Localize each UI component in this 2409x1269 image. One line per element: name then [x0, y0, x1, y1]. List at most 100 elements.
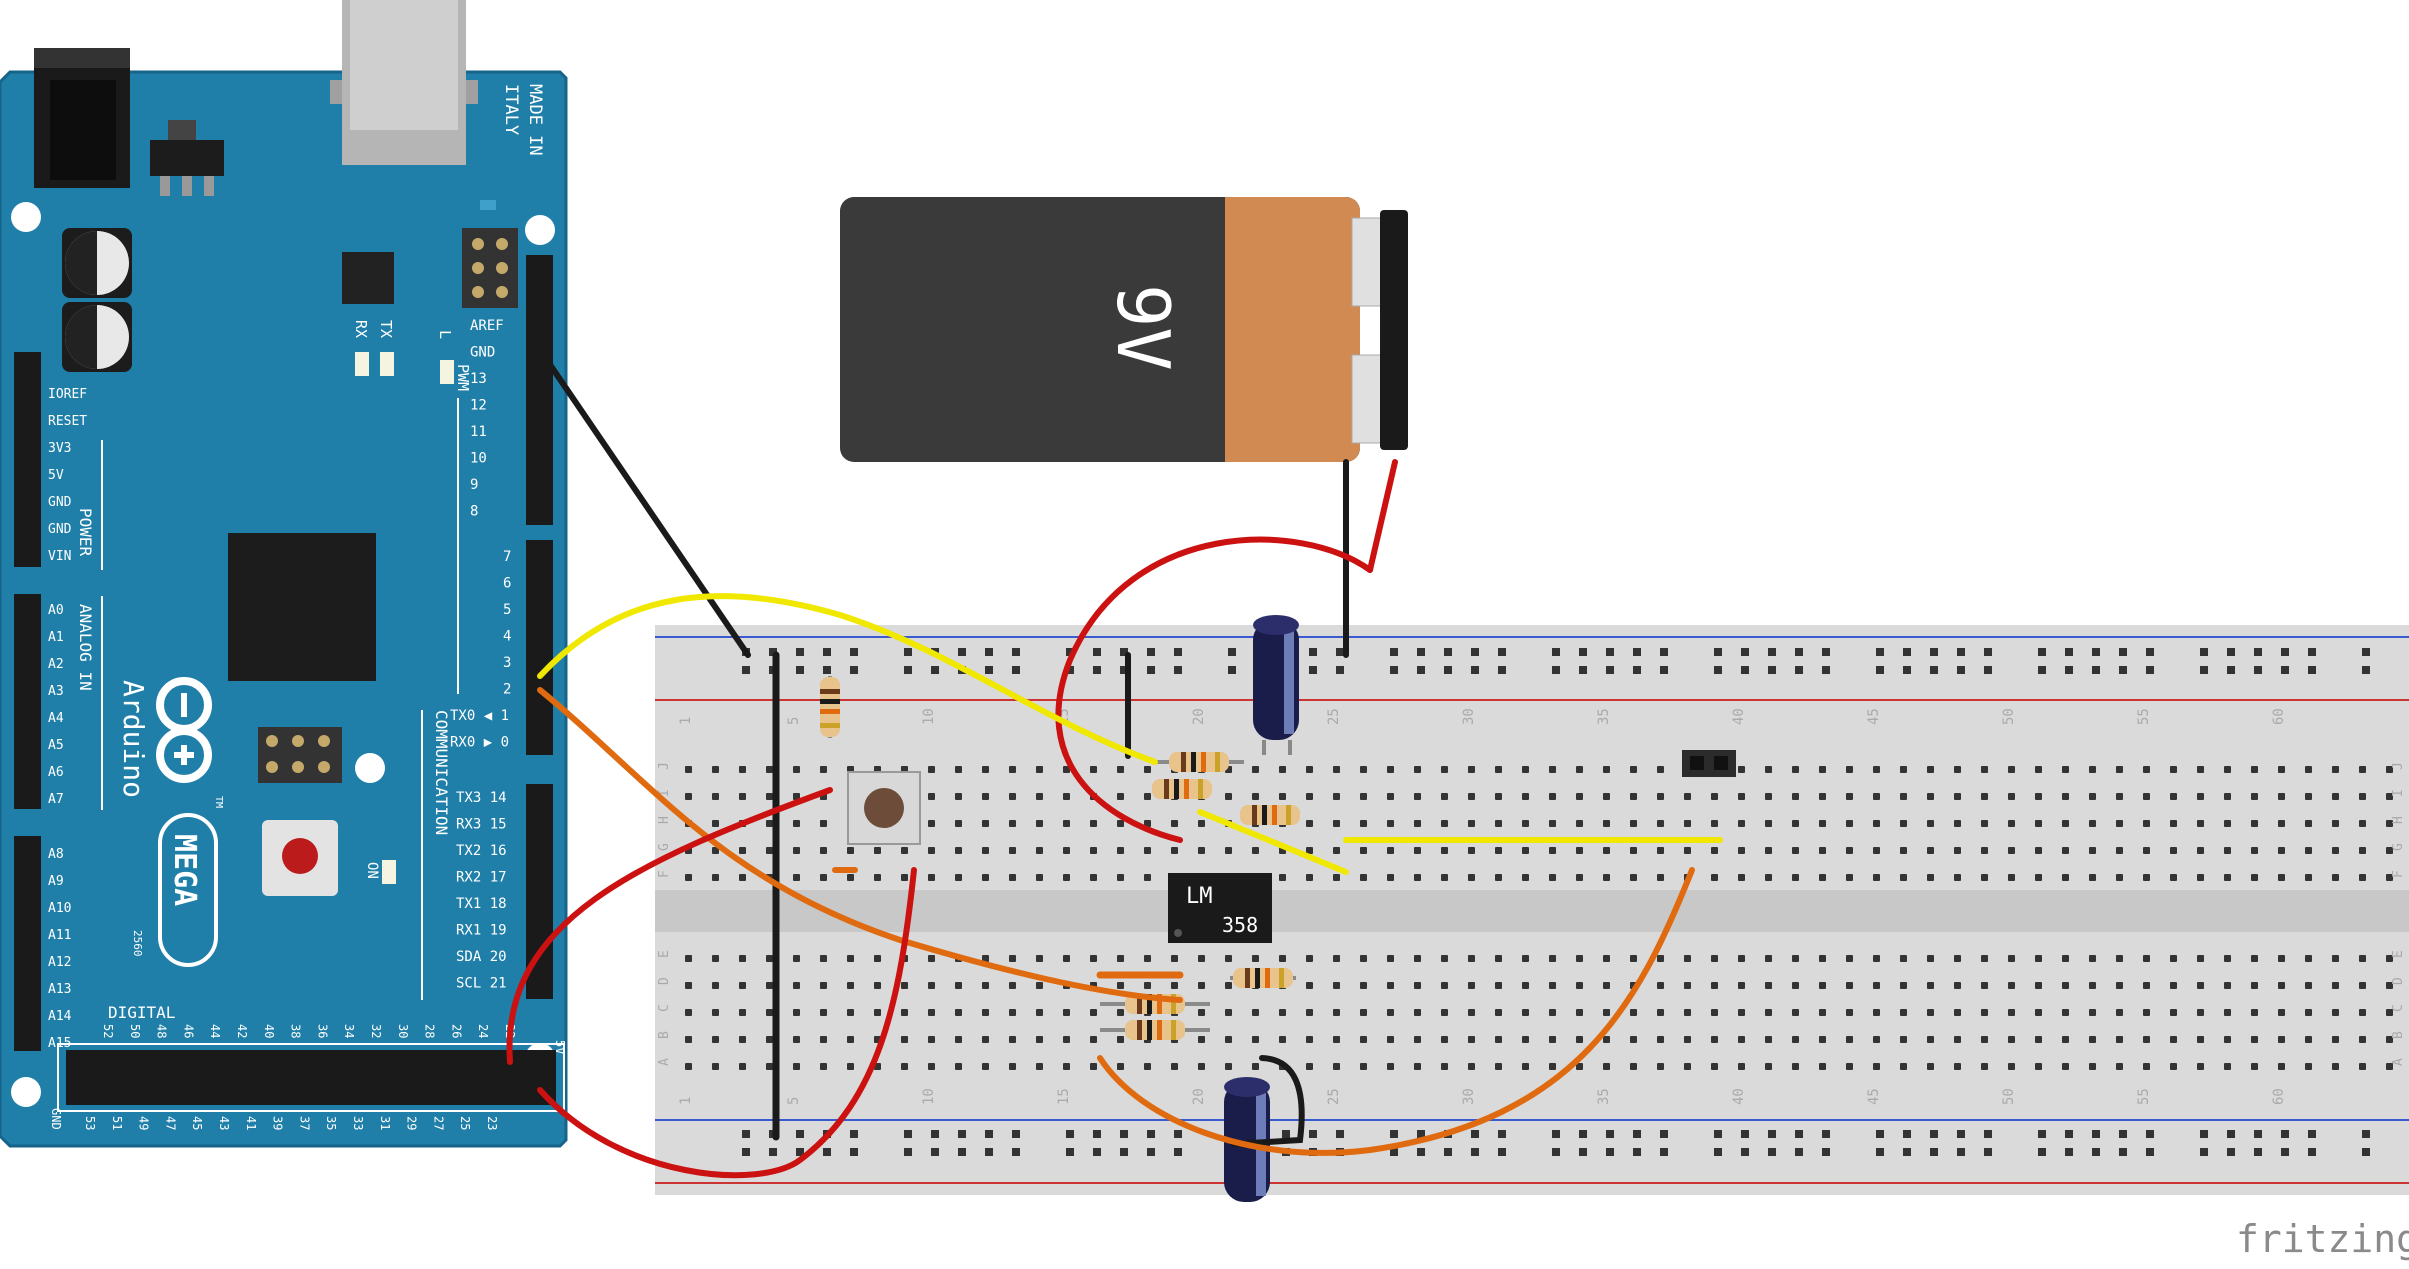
- column-label: 1: [678, 1097, 694, 1105]
- pin-label: 40: [262, 1024, 276, 1038]
- pin-label: 37: [297, 1116, 311, 1130]
- rail-hole: [1579, 1130, 1587, 1138]
- atmega-chip: [228, 533, 376, 681]
- usb-connector: [330, 0, 478, 165]
- rail-hole: [1876, 1130, 1884, 1138]
- row-label: F: [657, 870, 672, 878]
- rail-hole: [2308, 1148, 2316, 1156]
- pin-label: A1: [48, 630, 64, 645]
- rail-hole: [904, 1148, 912, 1156]
- italy-label: ITALY: [501, 84, 521, 135]
- digital-section-label: DIGITAL: [108, 1003, 175, 1022]
- reset-button[interactable]: [262, 820, 338, 896]
- column-label: 20: [1191, 1088, 1207, 1105]
- pin-label: 5: [503, 602, 511, 618]
- rail-hole: [742, 1130, 750, 1138]
- resistor: [1240, 805, 1300, 825]
- rail-hole: [2281, 666, 2289, 674]
- rx-led: [355, 352, 369, 376]
- rail-hole: [1174, 1130, 1182, 1138]
- rail-hole: [2038, 648, 2046, 656]
- rail-hole: [1795, 1148, 1803, 1156]
- pin-label: 12: [470, 398, 487, 414]
- rail-hole: [742, 1148, 750, 1156]
- rail-hole: [1390, 648, 1398, 656]
- pin-label: 30: [396, 1024, 410, 1038]
- wire-red-5v: [506, 787, 833, 1065]
- rail-hole: [2119, 1148, 2127, 1156]
- rail-hole: [1174, 1148, 1182, 1156]
- rail-hole: [1633, 1148, 1641, 1156]
- rail-hole: [931, 1130, 939, 1138]
- rail-hole: [1714, 1148, 1722, 1156]
- rail-hole: [1417, 648, 1425, 656]
- row-label: A: [2391, 1058, 2406, 1066]
- rail-hole: [958, 1148, 966, 1156]
- rail-hole: [1768, 1130, 1776, 1138]
- tx-led: [380, 352, 394, 376]
- rail-hole: [850, 1130, 858, 1138]
- rail-hole: [1984, 666, 1992, 674]
- row-label: B: [2391, 1031, 2406, 1039]
- pin-label: 45: [190, 1116, 204, 1130]
- rail-hole: [1471, 666, 1479, 674]
- column-label: 25: [1326, 1088, 1342, 1105]
- pwm-label: PWM: [454, 364, 472, 391]
- wire-black-cap: [1231, 1055, 1305, 1147]
- pin-label: 11: [470, 424, 487, 440]
- rail-hole: [1309, 1130, 1317, 1138]
- pin-label: 32: [369, 1024, 383, 1038]
- rail-hole: [2254, 1130, 2262, 1138]
- column-label: 45: [1866, 708, 1882, 725]
- column-label: 35: [1596, 1088, 1612, 1105]
- mounting-hole: [11, 1077, 41, 1107]
- rail-hole: [796, 1130, 804, 1138]
- rail-hole: [1660, 648, 1668, 656]
- rail-hole: [2362, 666, 2370, 674]
- rail-hole: [2038, 666, 2046, 674]
- pin-label: A11: [48, 928, 71, 943]
- rail-hole: [2065, 1130, 2073, 1138]
- resistor: [1100, 1020, 1210, 1040]
- rail-hole: [2092, 666, 2100, 674]
- wire-yellow: [537, 593, 1158, 765]
- rail-hole: [1903, 1130, 1911, 1138]
- row-label: D: [657, 977, 672, 985]
- pin-label: 52: [101, 1024, 115, 1038]
- battery-9v: 9V: [840, 197, 1408, 462]
- pin-label: 34: [342, 1024, 356, 1038]
- wires: [506, 347, 1723, 1179]
- rail-hole: [2146, 648, 2154, 656]
- pin-label: A0: [48, 603, 64, 618]
- rail-hole: [1795, 648, 1803, 656]
- voltage-regulator: [150, 120, 224, 196]
- column-label: 25: [1326, 708, 1342, 725]
- brand-label: Arduino: [117, 680, 150, 798]
- rail-hole: [1714, 1130, 1722, 1138]
- rail-hole: [2254, 648, 2262, 656]
- rail-hole: [2038, 1148, 2046, 1156]
- digital-header-bottom: [66, 1050, 556, 1105]
- rail-hole: [1984, 1130, 1992, 1138]
- two-pin-header: [1682, 750, 1736, 777]
- pin-label: A9: [48, 874, 64, 889]
- pin-label: A12: [48, 955, 71, 970]
- rail-hole: [1957, 1130, 1965, 1138]
- pin-label: RX3 15: [456, 817, 507, 833]
- rail-hole: [1903, 666, 1911, 674]
- pin-label: 43: [217, 1116, 231, 1130]
- power-header: [14, 352, 41, 567]
- pin-label: RX1 19: [456, 923, 507, 939]
- row-label: H: [657, 816, 672, 824]
- rail-hole: [2065, 1148, 2073, 1156]
- rail-hole: [1930, 648, 1938, 656]
- column-label: 35: [1596, 708, 1612, 725]
- rail-hole: [1876, 648, 1884, 656]
- pushbutton[interactable]: [847, 771, 921, 845]
- rail-hole: [1147, 1130, 1155, 1138]
- rail-hole: [1309, 666, 1317, 674]
- rail-hole: [1147, 648, 1155, 656]
- rail-hole: [2119, 648, 2127, 656]
- pin-label: 48: [155, 1024, 169, 1038]
- rail-hole: [769, 1148, 777, 1156]
